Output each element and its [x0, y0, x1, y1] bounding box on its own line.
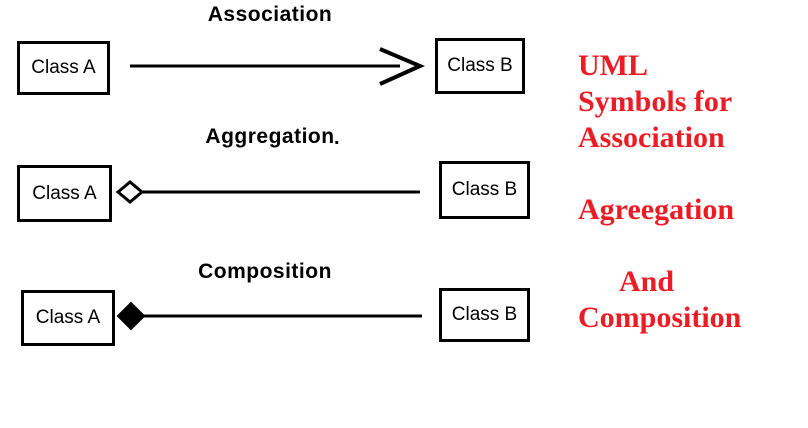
composition-connector [116, 301, 422, 331]
aggregation-title: Aggregation [205, 125, 335, 148]
open-arrowhead-icon [379, 47, 425, 86]
composition-class-b-label: Class B [451, 304, 518, 325]
side-note: UML Symbols for Association Agreegation … [578, 48, 798, 336]
aggregation-stray-dot: . [334, 127, 340, 149]
composition-class-a-box: Class A [21, 290, 115, 346]
association-class-b-label: Class B [447, 55, 513, 76]
side-note-line: Symbols for [578, 85, 733, 118]
association-title: Association [207, 3, 333, 26]
aggregation-class-b-label: Class B [451, 179, 518, 200]
association-class-b-box: Class B [435, 38, 525, 94]
side-note-line: UML [578, 49, 648, 82]
composition-class-b-box: Class B [439, 288, 530, 342]
side-note-line: And [619, 265, 675, 298]
aggregation-class-a-label: Class A [32, 182, 97, 204]
side-note-blank-line [578, 156, 798, 192]
composition-title: Composition [198, 260, 332, 283]
aggregation-class-b-box: Class B [439, 161, 530, 219]
side-note-blank-line [578, 228, 798, 264]
filled-diamond-icon [116, 301, 146, 331]
aggregation-connector [115, 180, 420, 204]
side-note-line: Association [578, 121, 725, 154]
aggregation-class-a-box: Class A [17, 165, 112, 222]
hollow-diamond-icon [115, 180, 145, 204]
association-connector [130, 47, 425, 86]
association-class-a-label: Class A [31, 57, 96, 78]
side-note-line: Composition [578, 301, 742, 334]
side-note-line: Agreegation [578, 193, 735, 226]
association-class-a-box: Class A [17, 41, 110, 95]
composition-class-a-label: Class A [35, 307, 101, 328]
